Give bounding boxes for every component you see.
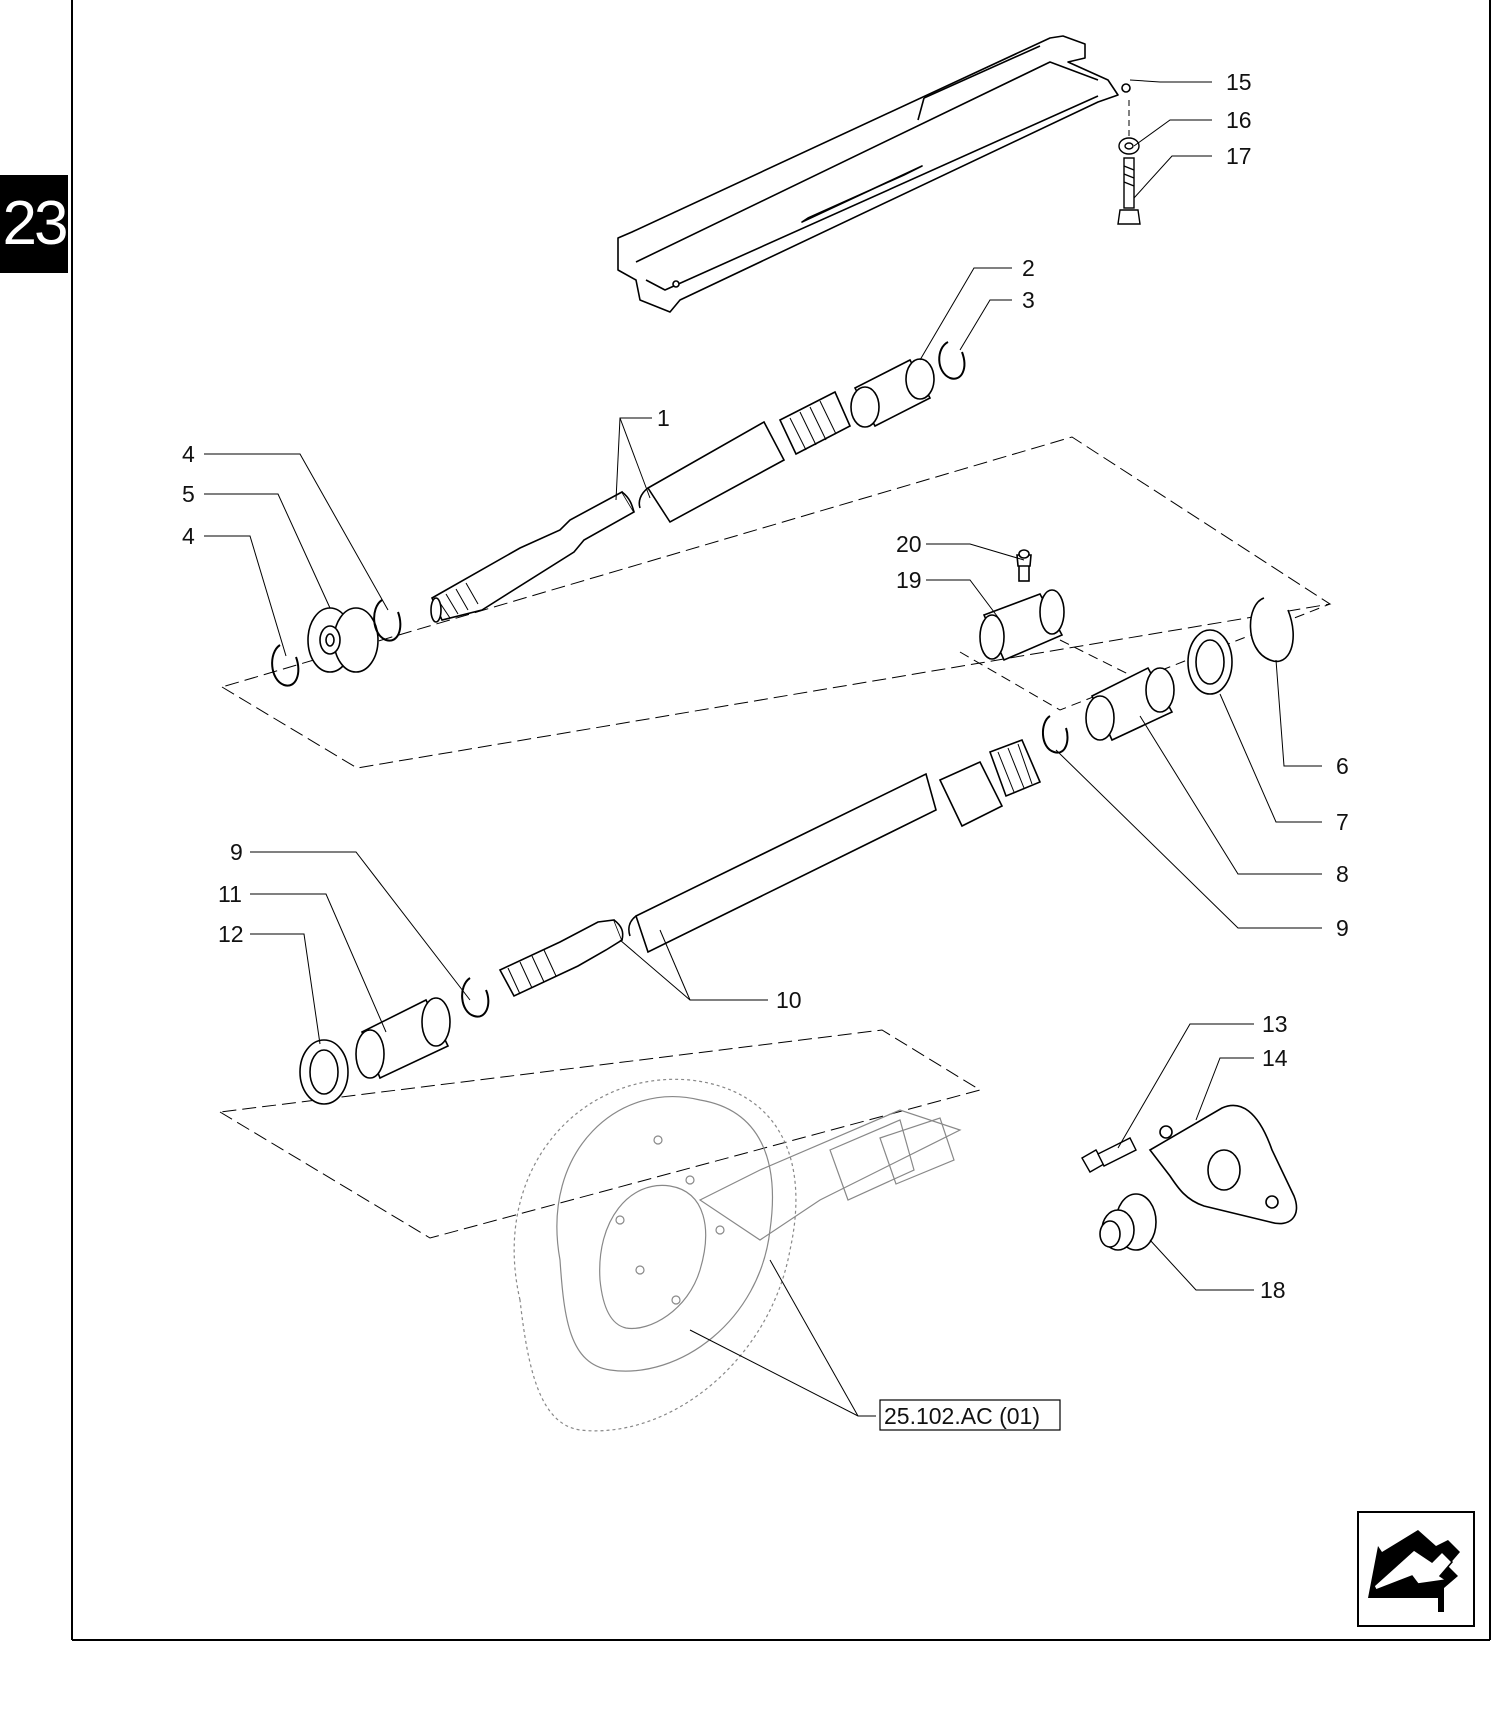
snap-rings-left: [271, 599, 402, 687]
cover-plate-bolt: [1081, 1137, 1137, 1173]
drawing-frame: [71, 0, 1491, 1641]
callout-13: 13: [1262, 1011, 1288, 1037]
callout-8: 8: [1336, 861, 1349, 887]
callout-10: 10: [776, 987, 802, 1013]
lower-bushing-left: [355, 997, 451, 1080]
callout-5: 5: [182, 481, 195, 507]
previous-page-arrow-icon[interactable]: [1357, 1511, 1475, 1627]
callout-18: 18: [1260, 1277, 1286, 1303]
callout-7: 7: [1336, 809, 1349, 835]
reference-label: 25.102.AC (01): [884, 1403, 1040, 1429]
guard-bolt: [1117, 157, 1141, 225]
callout-labels: 15 16 17 2 3 1 4 5 4 20 19 6 7 8 9 9 11 …: [182, 69, 1349, 1303]
upper-sleeve: [850, 358, 935, 428]
reference-box[interactable]: 25.102.AC (01): [879, 1399, 1061, 1431]
callout-4-lower: 4: [182, 523, 195, 549]
callout-4-upper: 4: [182, 441, 195, 467]
shaft-guard-cover: [617, 35, 1131, 313]
lower-bushing-right: [1085, 666, 1175, 742]
snap-ring-right: [1042, 715, 1069, 754]
bearing-assembly: [307, 607, 379, 673]
assembly-outline-lower: [219, 1029, 982, 1239]
snap-ring-lower-left: [461, 977, 490, 1018]
callout-14: 14: [1262, 1045, 1288, 1071]
callout-9-right: 9: [1336, 915, 1349, 941]
callout-9-left: 9: [230, 839, 243, 865]
callout-3: 3: [1022, 287, 1035, 313]
drain-plug: [1099, 1193, 1157, 1251]
lower-washer-left: [299, 1039, 349, 1105]
bevel-gear-reference: [513, 1078, 962, 1432]
callout-6: 6: [1336, 753, 1349, 779]
callout-1: 1: [657, 405, 670, 431]
callout-12: 12: [218, 921, 244, 947]
cover-plate: [1148, 1104, 1298, 1225]
assembly-outline-sleeve: [959, 603, 1331, 711]
upper-pto-shaft: [430, 390, 852, 623]
guard-washer: [1118, 137, 1140, 155]
bushing-with-grease-fitting: [979, 549, 1065, 662]
callout-20: 20: [896, 531, 922, 557]
lower-pto-shaft: [498, 738, 1042, 998]
upper-snap-ring: [938, 341, 966, 380]
callout-16: 16: [1226, 107, 1252, 133]
callout-17: 17: [1226, 143, 1252, 169]
callout-15: 15: [1226, 69, 1252, 95]
callout-11: 11: [218, 881, 242, 907]
callout-19: 19: [896, 567, 922, 593]
assembly-outline-upper: [221, 436, 1332, 769]
leader-lines: [204, 79, 1322, 1417]
section-tab: 23: [0, 175, 68, 273]
callout-2: 2: [1022, 255, 1035, 281]
right-washers: [1187, 597, 1294, 695]
